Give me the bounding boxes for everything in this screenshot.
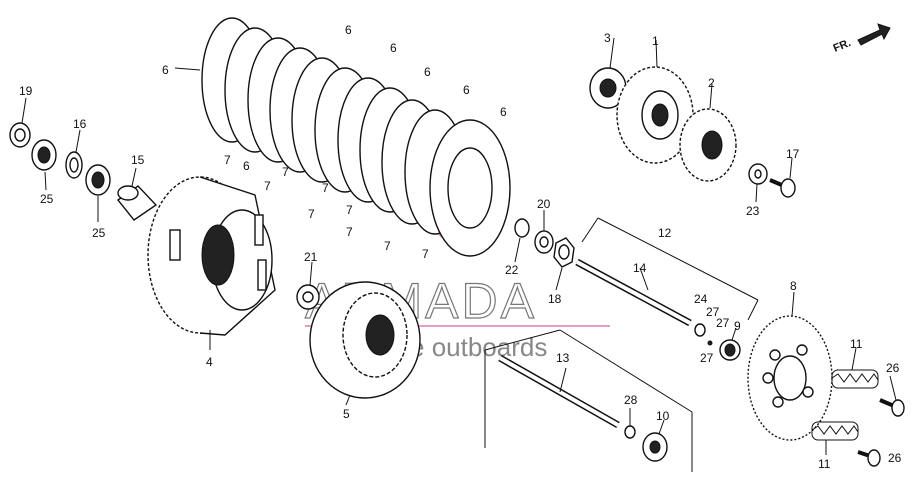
callout-8: 8 xyxy=(790,279,797,293)
front-direction-arrow: FR. xyxy=(832,23,891,55)
part-19-washer xyxy=(9,122,31,148)
callout-5: 5 xyxy=(343,407,350,421)
callout-2: 2 xyxy=(708,76,715,90)
callout-13: 13 xyxy=(556,351,570,365)
callout-1: 1 xyxy=(652,34,659,48)
part-8-pressure-plate xyxy=(747,315,833,441)
front-arrow-icon xyxy=(857,23,891,46)
part-13-bracket-lines xyxy=(484,329,693,472)
leader-lines xyxy=(21,37,897,455)
clutch-plate-stack xyxy=(201,17,511,257)
part-1-primary-drive-gear xyxy=(616,66,694,164)
part-9-lifter-piece xyxy=(719,339,741,361)
callout-11a: 11 xyxy=(850,337,863,351)
callout-22: 22 xyxy=(505,263,519,277)
part-3-bearing xyxy=(589,67,627,109)
callout-25b: 25 xyxy=(92,226,106,240)
part-17-bolt xyxy=(769,178,796,198)
callout-18: 18 xyxy=(548,292,562,306)
callout-labels: 1 2 3 4 5 6 6 6 6 6 6 6 7 7 7 7 7 7 7 7 … xyxy=(19,23,902,471)
callout-28: 28 xyxy=(624,393,638,407)
callout-6f: 6 xyxy=(500,105,507,119)
part-25-needle-bearing-a xyxy=(31,139,57,171)
callout-7h: 7 xyxy=(384,239,391,253)
callout-15: 15 xyxy=(131,153,145,167)
callout-6g: 6 xyxy=(243,159,250,173)
part-11-spring-a xyxy=(831,369,879,389)
callout-11b: 11 xyxy=(818,457,831,471)
callout-6d: 6 xyxy=(424,65,431,79)
callout-21: 21 xyxy=(304,250,318,264)
callout-27b: 27 xyxy=(716,316,730,330)
callout-6a: 6 xyxy=(162,63,169,77)
callout-16: 16 xyxy=(73,117,87,131)
callout-6c: 6 xyxy=(390,41,397,55)
part-10-piece xyxy=(642,432,668,462)
part-15-collar xyxy=(116,185,158,221)
part-16-washer xyxy=(65,151,83,179)
part-22-washer xyxy=(514,218,530,238)
callout-6e: 6 xyxy=(463,83,470,97)
callout-4: 4 xyxy=(206,355,213,369)
callout-6b: 6 xyxy=(345,23,352,37)
callout-26b: 26 xyxy=(888,451,902,465)
part-18-nut xyxy=(553,237,575,268)
callout-7d: 7 xyxy=(308,207,315,221)
callout-20: 20 xyxy=(537,197,551,211)
callout-9: 9 xyxy=(734,319,741,333)
callout-7f: 7 xyxy=(346,225,353,239)
callout-7a: 7 xyxy=(224,153,231,167)
part-14-lifter-rod xyxy=(575,258,692,327)
part-26-bolt-a xyxy=(879,398,905,417)
part-23-washer xyxy=(748,163,768,185)
part-21-washer xyxy=(296,284,320,310)
friction-disc-center xyxy=(447,147,493,229)
callout-7g: 7 xyxy=(346,203,353,217)
part-20-lock-washer xyxy=(534,230,554,254)
part-12-bracket-lines xyxy=(581,217,759,321)
part-24-washer xyxy=(694,323,706,337)
callout-27a: 27 xyxy=(706,305,720,319)
callout-7c: 7 xyxy=(282,165,289,179)
part-27-ball xyxy=(707,340,713,346)
callout-7b: 7 xyxy=(264,179,271,193)
callout-17: 17 xyxy=(786,147,800,161)
callout-7e: 7 xyxy=(322,181,329,195)
callout-26a: 26 xyxy=(886,361,900,375)
callout-23: 23 xyxy=(746,204,760,218)
callout-25a: 25 xyxy=(40,192,54,206)
part-2-gear xyxy=(679,108,737,182)
part-4-clutch-outer xyxy=(147,176,276,336)
callout-14: 14 xyxy=(633,261,647,275)
callout-12: 12 xyxy=(658,226,672,240)
callout-7i: 7 xyxy=(422,247,429,261)
callout-19: 19 xyxy=(19,84,33,98)
callout-10: 10 xyxy=(656,409,670,423)
part-11-spring-b xyxy=(811,421,859,441)
part-25-needle-bearing-b xyxy=(85,164,111,196)
part-13-pushrod xyxy=(498,354,620,429)
part-5-clutch-center xyxy=(309,281,421,399)
front-direction-label: FR. xyxy=(832,37,853,55)
part-26-bolt-b xyxy=(857,449,881,467)
callout-3: 3 xyxy=(604,31,611,45)
callout-24: 24 xyxy=(694,292,708,306)
part-28-ball xyxy=(624,425,636,439)
callout-27c: 27 xyxy=(700,351,714,365)
